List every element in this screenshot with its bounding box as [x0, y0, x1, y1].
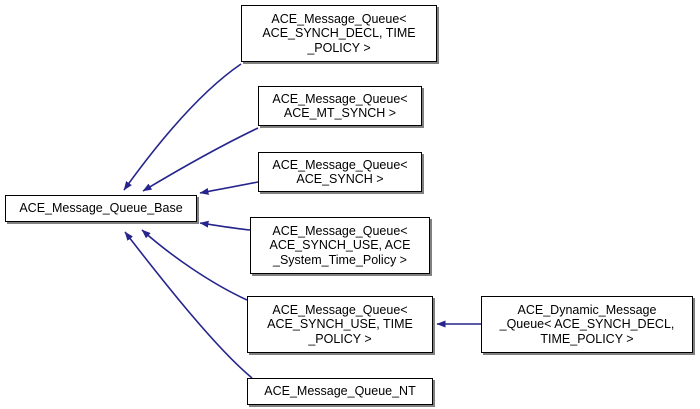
edge-mq-synch-use-time-policy-to-base	[141, 229, 248, 301]
class-node-label: ACE_Message_Queue< ACE_SYNCH_USE, TIME _…	[267, 302, 413, 346]
class-node-label: ACE_Message_Queue< ACE_MT_SYNCH >	[272, 91, 408, 121]
edge-mq-synch-decl-time-policy-to-base	[123, 63, 242, 191]
edge-mq-synch-use-system-time-policy-to-base	[199, 220, 251, 231]
class-node-mq-mt-synch[interactable]: ACE_Message_Queue< ACE_MT_SYNCH >	[258, 86, 422, 126]
class-node-dynamic-mq-synch-decl-time-policy[interactable]: ACE_Dynamic_Message _Queue< ACE_SYNCH_DE…	[481, 296, 693, 353]
class-node-mq-synch-use-system-time-policy[interactable]: ACE_Message_Queue< ACE_SYNCH_USE, ACE _S…	[250, 217, 430, 274]
class-node-label: ACE_Message_Queue_NT	[264, 384, 416, 399]
class-node-mq-synch-use-time-policy[interactable]: ACE_Message_Queue< ACE_SYNCH_USE, TIME _…	[247, 296, 433, 353]
class-node-base[interactable]: ACE_Message_Queue_Base	[5, 195, 197, 222]
class-node-label: ACE_Message_Queue_Base	[19, 201, 183, 216]
edge-mq-mt-synch-to-base	[142, 127, 259, 192]
class-node-label: ACE_Message_Queue< ACE_SYNCH_DECL, TIME …	[262, 11, 416, 55]
edge-mq-nt-to-base	[124, 231, 253, 379]
class-node-label: ACE_Message_Queue< ACE_SYNCH >	[272, 157, 408, 187]
class-node-mq-nt[interactable]: ACE_Message_Queue_NT	[247, 378, 433, 405]
class-node-mq-synch-decl-time-policy[interactable]: ACE_Message_Queue< ACE_SYNCH_DECL, TIME …	[241, 5, 437, 62]
class-node-mq-synch[interactable]: ACE_Message_Queue< ACE_SYNCH >	[258, 152, 422, 192]
class-node-label: ACE_Message_Queue< ACE_SYNCH_USE, ACE _S…	[269, 223, 411, 267]
edge-mq-synch-to-base	[199, 181, 259, 195]
class-node-label: ACE_Dynamic_Message _Queue< ACE_SYNCH_DE…	[499, 302, 675, 346]
